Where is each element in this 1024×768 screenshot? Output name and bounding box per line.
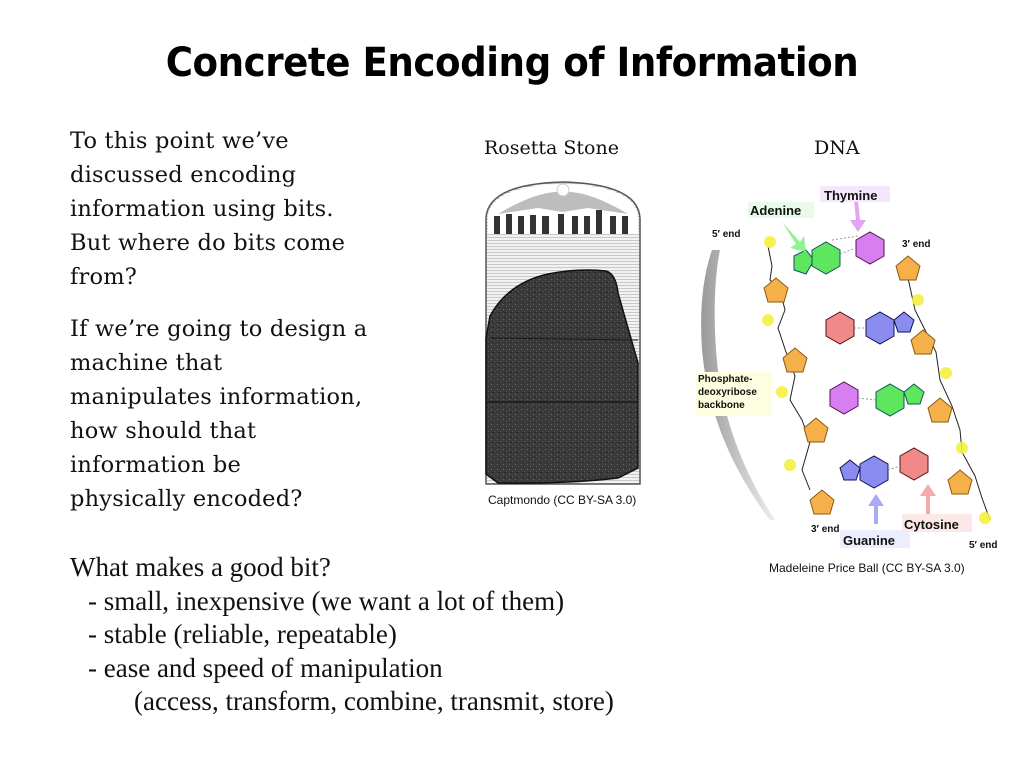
text-line: But where do bits come bbox=[70, 230, 346, 256]
dna-credit: Madeleine Price Ball (CC BY-SA 3.0) bbox=[769, 561, 965, 575]
cytosine-arrow bbox=[920, 484, 936, 516]
backbone-label-line2: deoxyribose bbox=[698, 387, 757, 398]
intro-paragraph: To this point we’ve discussed encoding i… bbox=[70, 124, 345, 294]
text-line: information using bits. bbox=[70, 196, 334, 222]
winged-disk bbox=[498, 191, 628, 214]
text-line: how should that bbox=[70, 418, 257, 444]
adenine-label: Adenine bbox=[750, 203, 801, 218]
five-end-top-label: 5′ end bbox=[712, 229, 741, 240]
slide-title: Concrete Encoding of Information bbox=[165, 40, 859, 86]
text-line: discussed encoding bbox=[70, 162, 297, 188]
base-pair-cytosine-guanine bbox=[825, 311, 915, 345]
text-line: physically encoded? bbox=[70, 486, 303, 512]
text-line: To this point we’ve bbox=[70, 128, 289, 154]
text-line: information be bbox=[70, 452, 242, 478]
text-line: If we’re going to design a bbox=[70, 316, 368, 342]
rosetta-credit: Captmondo (CC BY-SA 3.0) bbox=[488, 493, 637, 507]
five-end-bottom-label: 5′ end bbox=[969, 540, 998, 551]
dna-diagram: Adenine Thymine 5′ end 3′ end Phosphate-… bbox=[696, 186, 998, 551]
backbone-label-line3: backbone bbox=[698, 400, 745, 411]
design-paragraph: If we’re going to design a machine that … bbox=[70, 312, 367, 516]
backbone-label-line1: Phosphate- bbox=[698, 374, 752, 385]
text-line: machine that bbox=[70, 350, 223, 376]
thymine-arrow bbox=[850, 200, 866, 232]
dna-heading: DNA bbox=[814, 137, 860, 159]
bullet-item: - small, inexpensive (we want a lot of t… bbox=[88, 585, 565, 616]
text-line: from? bbox=[70, 264, 138, 290]
sugar-rings bbox=[763, 255, 973, 515]
good-bit-question: What makes a good bit? bbox=[70, 552, 331, 582]
good-bit-list: What makes a good bit? - small, inexpens… bbox=[70, 551, 614, 719]
bullet-item: - stable (reliable, repeatable) bbox=[88, 619, 397, 649]
phosphate-groups bbox=[762, 236, 991, 524]
base-pair-guanine-cytosine bbox=[839, 447, 929, 489]
adenine-arrow bbox=[782, 222, 806, 252]
thymine-label: Thymine bbox=[824, 188, 877, 203]
cytosine-label: Cytosine bbox=[904, 517, 959, 532]
figures-frieze bbox=[494, 210, 628, 234]
bullet-item: - ease and speed of manipulation bbox=[88, 652, 443, 683]
rosetta-stone-image bbox=[485, 181, 641, 485]
guanine-label: Guanine bbox=[843, 533, 895, 548]
base-pair-thymine-adenine bbox=[829, 381, 925, 417]
three-end-bottom-label: 3′ end bbox=[811, 524, 840, 535]
three-end-top-label: 3′ end bbox=[902, 239, 931, 250]
text-line: manipulates information, bbox=[70, 384, 363, 410]
guanine-arrow bbox=[868, 494, 884, 524]
rosetta-heading: Rosetta Stone bbox=[484, 137, 619, 159]
base-pair-adenine-thymine bbox=[793, 231, 885, 275]
stone-fragment bbox=[485, 269, 639, 484]
sub-bullet-item: (access, transform, combine, transmit, s… bbox=[134, 686, 614, 716]
